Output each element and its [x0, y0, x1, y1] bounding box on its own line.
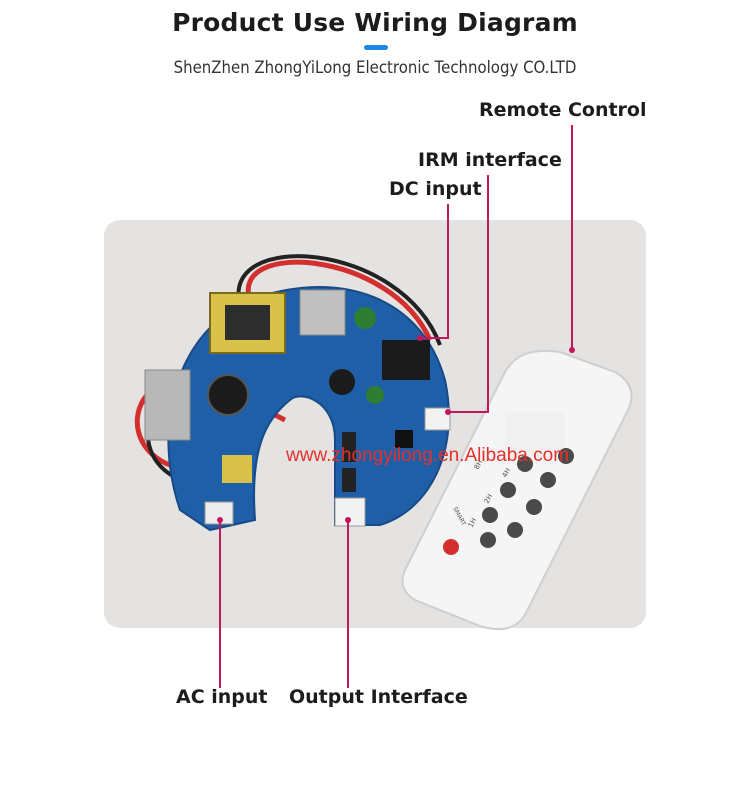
leader-irm-interface — [448, 175, 489, 413]
label-ac-input: AC input — [176, 686, 268, 708]
irm-connector — [424, 407, 451, 431]
watermark-text: www.zhongyilong.en.Alibaba.com — [286, 445, 570, 466]
remote-button-label-4h: 4H — [501, 467, 513, 479]
black-wire-top — [236, 254, 442, 346]
buzzer — [329, 369, 355, 395]
inductor-coil — [222, 455, 252, 483]
remote-button-label-1h: 1H — [467, 517, 479, 529]
page-subtitle: ShenZhen ZhongYiLong Electronic Technolo… — [173, 58, 577, 78]
page-title: Product Use Wiring Diagram — [172, 8, 578, 37]
remote-button-label-2h: 2H — [483, 493, 495, 505]
heatsink-top — [299, 289, 346, 336]
title-underline-accent — [364, 45, 388, 50]
red-wire-top — [245, 259, 433, 342]
relay — [382, 340, 430, 380]
heatsink-left — [144, 369, 191, 441]
leader-dc-input — [420, 204, 449, 339]
remote-button-label-8h: 8H — [473, 459, 485, 471]
label-remote-control: Remote Control — [479, 99, 647, 121]
capacitor-large — [207, 374, 249, 416]
remote-power-button — [443, 539, 459, 555]
label-dc-input: DC input — [389, 178, 482, 200]
label-irm-interface: IRM interface — [418, 149, 562, 171]
remote-control: 8H 4H 2H 1H SMART — [401, 349, 633, 631]
capacitor-green — [354, 307, 376, 329]
ic-chip — [395, 430, 413, 448]
label-output-interface: Output Interface — [289, 686, 468, 708]
capacitor-small — [366, 386, 384, 404]
